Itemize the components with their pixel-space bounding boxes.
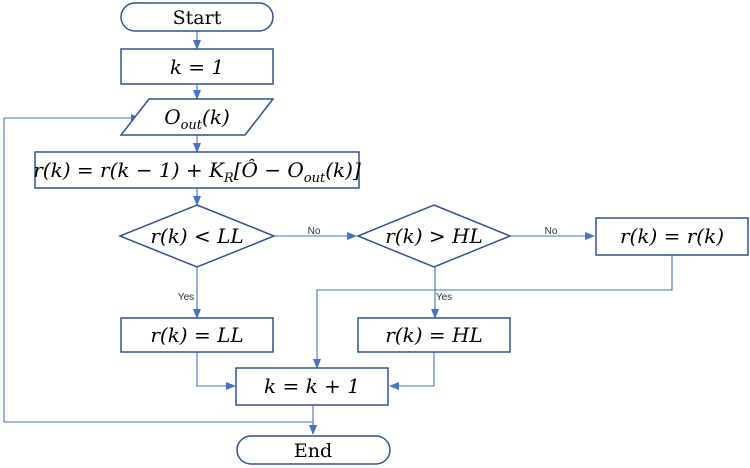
end-terminal: End [236, 435, 391, 465]
increment-process: k = k + 1 [235, 367, 389, 406]
edge-label-ll-no: No [308, 226, 321, 237]
edge-label-hl-no: No [545, 226, 558, 237]
end-label: End [294, 440, 332, 462]
set-hl-label: r(k) = HL [385, 323, 482, 347]
set-ll-process: r(k) = LL [120, 317, 274, 353]
check-hl-label: r(k) > HL [385, 224, 482, 248]
edge-label-hl-yes: Yes [436, 292, 452, 303]
init-label: k = 1 [170, 55, 224, 79]
output-label: Oout(k) [164, 105, 230, 133]
keep-process: r(k) = r(k) [595, 217, 749, 256]
keep-label: r(k) = r(k) [620, 224, 724, 248]
connectors [3, 31, 673, 435]
set-ll-label: r(k) = LL [150, 323, 243, 347]
update-label: r(k) = r(k − 1) + KR[Ô − Oout(k)] [33, 157, 361, 186]
edge-label-ll-yes: Yes [178, 292, 194, 303]
output-io: Oout(k) [119, 98, 275, 136]
increment-label: k = k + 1 [264, 374, 360, 398]
edge-loop-back [3, 114, 313, 423]
start-terminal: Start [120, 2, 274, 32]
init-process: k = 1 [120, 48, 274, 85]
edge-sethl-increment [389, 352, 435, 390]
edge-setll-increment [196, 352, 236, 390]
set-hl-process: r(k) = HL [357, 317, 511, 353]
update-process: r(k) = r(k − 1) + KR[Ô − Oout(k)] [33, 151, 361, 189]
check-ll-label: r(k) < LL [150, 224, 243, 248]
check-ll-decision: r(k) < LL [117, 204, 277, 268]
check-hl-decision: r(k) > HL [356, 204, 512, 268]
edge-keep-increment [313, 255, 673, 369]
start-label: Start [173, 7, 222, 29]
